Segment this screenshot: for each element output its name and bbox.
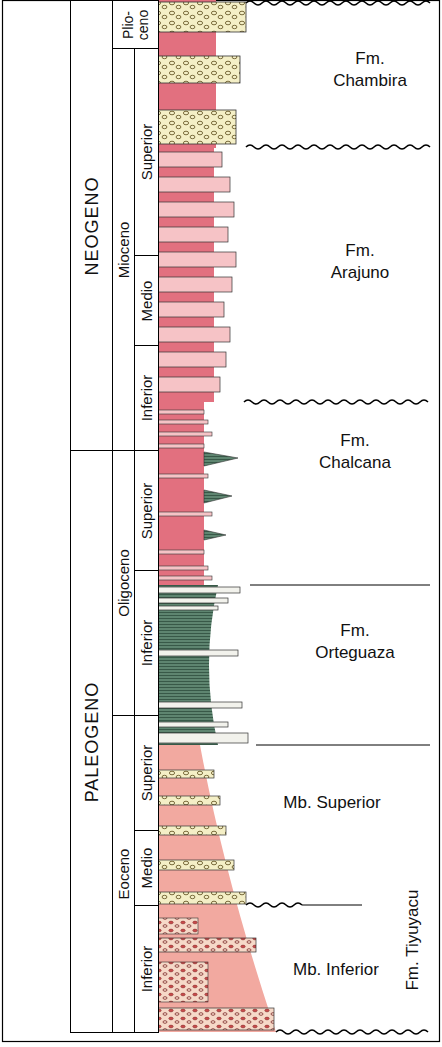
epoch-band: Medio [134, 830, 159, 906]
thin-bed [158, 576, 212, 580]
epoch-band: Superior [134, 450, 159, 571]
sandstone-bed [158, 202, 234, 217]
red-conglomerate [158, 962, 208, 1002]
unconformity [276, 1030, 428, 1034]
formation-boundary [256, 745, 430, 746]
epoch-band: Eoceno [112, 715, 135, 1033]
formation-label: Fm. Arajuno [316, 240, 404, 284]
epoch-band: Superior [134, 715, 159, 831]
conglomerate-bed [158, 826, 226, 835]
formation-label: Fm. Chambira [326, 48, 414, 92]
period-name: NEOGENO [82, 4, 101, 448]
sandstone-bed [158, 650, 238, 656]
period-name: Superior [139, 719, 155, 828]
conglomerate-bed [158, 2, 246, 32]
unconformities [244, 1, 430, 1034]
sandstone-bed [158, 598, 228, 603]
formation-label: Fm. Chalcana [311, 430, 399, 474]
thin-bed [158, 432, 212, 436]
conglomerate-bed [158, 770, 214, 778]
sandstone-bed [158, 352, 226, 367]
formation-label: Mb. Inferior [293, 959, 379, 981]
shale [158, 585, 218, 745]
era-band: PALEOGENO [70, 450, 113, 1033]
sandstone-bed [158, 327, 230, 342]
sandstone-bed [158, 702, 242, 708]
conglomerate-bed [158, 860, 234, 870]
sandstone-bed [158, 587, 240, 593]
sandstone-bed [158, 302, 224, 317]
conglomerate-bed [158, 796, 220, 805]
period-name: Inferior [139, 349, 155, 448]
sandstone-bed [158, 152, 222, 167]
sandstone-bed [158, 177, 230, 192]
epoch-band: Superior [134, 48, 159, 256]
thin-bed [158, 420, 208, 424]
tiyuyacu-body [158, 745, 276, 1032]
epoch-band: Inferior [134, 345, 159, 451]
period-name: Oligoceno [116, 454, 132, 713]
period-name: Eoceno [116, 719, 132, 1030]
thin-bed [158, 550, 204, 554]
conglomerate-bed [158, 56, 240, 83]
red-conglomerate-bed [158, 938, 256, 952]
period-name: Superior [139, 454, 155, 568]
period-name: Medio [139, 259, 155, 343]
conglomerate-bed [158, 892, 246, 904]
conglomerate-bed [158, 110, 236, 144]
period-name: Medio [139, 834, 155, 903]
thin-bed [158, 512, 212, 516]
sandstone-bed [158, 606, 218, 610]
period-name: PALEOGENO [82, 454, 101, 1030]
formation-label: Fm. Orteguaza [305, 620, 405, 664]
sandstone-bed [158, 722, 228, 727]
sandstone-beds [158, 152, 236, 392]
period-name: Plio- ceno [121, 4, 150, 46]
frame [3, 1, 440, 1042]
period-name: Inferior [139, 909, 155, 1030]
formation-label: Mb. Superior [283, 792, 380, 814]
thin-bed [158, 474, 208, 478]
epoch-band: Plio- ceno [112, 0, 159, 49]
epoch-band: Mioceno [112, 48, 135, 451]
shale-tongue [204, 452, 238, 466]
epoch-band: Inferior [134, 570, 159, 716]
era-band: NEOGENO [70, 0, 113, 451]
red-conglomerate [158, 918, 198, 934]
shale-tongue [204, 490, 232, 503]
period-name: Mioceno [116, 52, 132, 448]
sandstone-bed [158, 252, 236, 267]
thin-bed [158, 566, 208, 570]
formation-label: Fm. Tiyuyacu [402, 889, 424, 990]
shale-tongue [204, 530, 226, 540]
period-name: Superior [139, 52, 155, 253]
red-conglomerate-bed [158, 1008, 274, 1030]
thin-bed [158, 444, 204, 448]
sandstone-bed [158, 277, 232, 292]
unconformity [246, 145, 430, 149]
epoch-band: Inferior [134, 905, 159, 1033]
mudstone [158, 402, 204, 585]
formation-boundary [250, 585, 430, 586]
epoch-band: Oligoceno [112, 450, 135, 716]
sandstone-bed [158, 227, 228, 242]
unconformity [246, 903, 302, 907]
period-name: Inferior [139, 574, 155, 713]
sandstone-bed [158, 377, 220, 392]
thin-bed [158, 410, 204, 414]
member-boundary [302, 905, 362, 906]
epoch-band: Medio [134, 255, 159, 346]
unconformity [246, 1, 430, 5]
unconformity [244, 400, 428, 404]
sandstone-bed [158, 733, 248, 743]
